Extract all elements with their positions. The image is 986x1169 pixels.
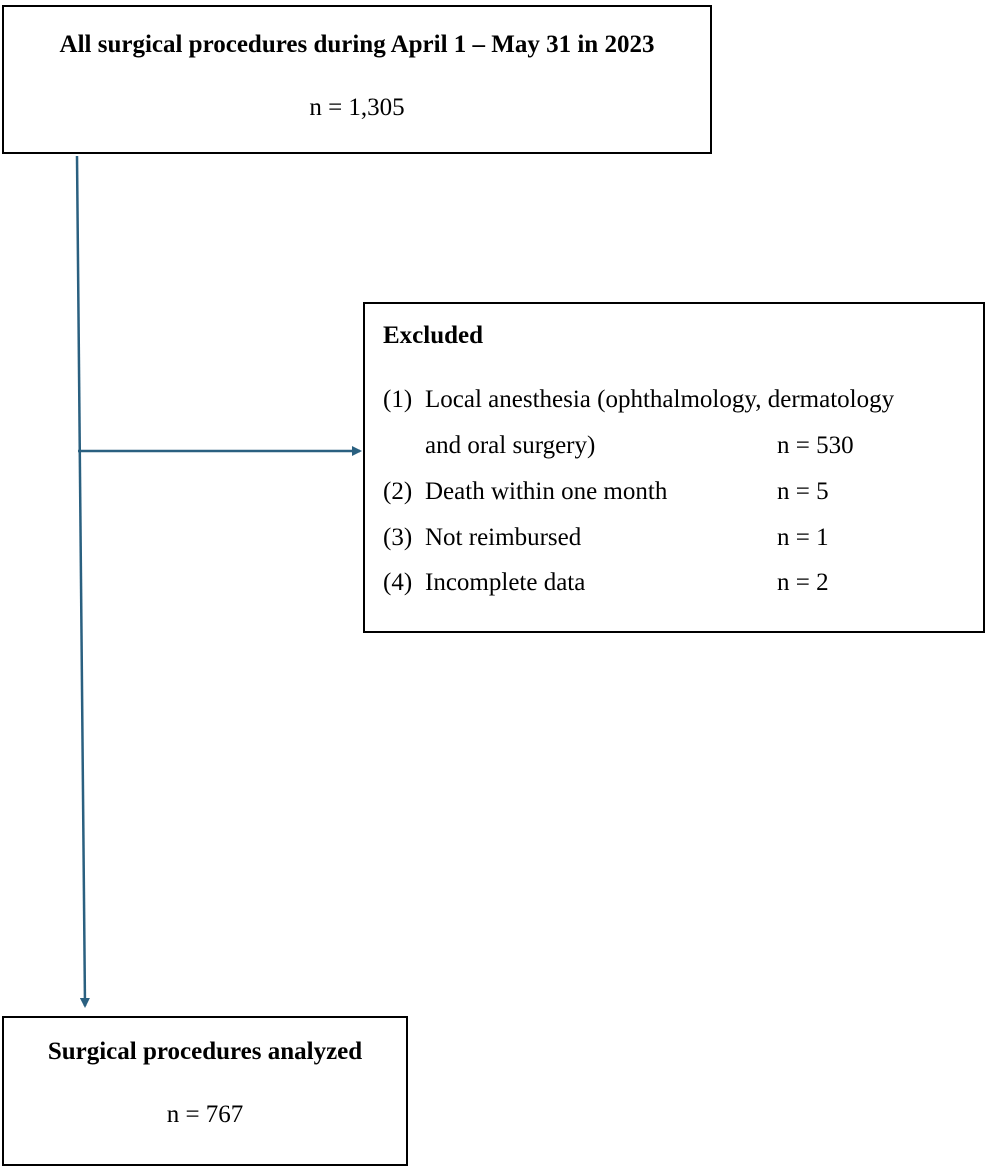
excluded-item-number: (3) [383, 524, 413, 551]
analyzed-procedures-box: Surgical procedures analyzed n = 767 [2, 1016, 408, 1166]
all-procedures-title: All surgical procedures during April 1 –… [59, 31, 655, 58]
excluded-item-count: n = 5 [777, 478, 829, 505]
all-procedures-box: All surgical procedures during April 1 –… [2, 5, 712, 154]
excluded-item-number: (4) [383, 569, 413, 596]
main-flow-arrow [75, 155, 90, 1008]
analyzed-procedures-title: Surgical procedures analyzed [47, 1038, 363, 1065]
excluded-item-count: n = 530 [777, 432, 854, 459]
excluded-item-count: n = 1 [777, 524, 829, 551]
excluded-item-number: (2) [383, 478, 413, 505]
excluded-item-count: n = 2 [777, 569, 829, 596]
excluded-item-number: (1) [383, 386, 413, 413]
excluded-item-label: Death within one month [425, 478, 668, 505]
excluded-item-label: Not reimbursed [425, 524, 582, 551]
analyzed-procedures-count: n = 767 [166, 1101, 244, 1128]
all-procedures-count: n = 1,305 [309, 94, 405, 121]
excluded-box: Excluded (1) Local anesthesia (ophthalmo… [363, 302, 985, 633]
excluded-item-label: Local anesthesia (ophthalmology, dermato… [425, 386, 895, 413]
excluded-item-label: Incomplete data [425, 569, 586, 596]
excluded-heading: Excluded [383, 322, 484, 349]
excluded-item-label-continued: and oral surgery) [425, 432, 596, 459]
